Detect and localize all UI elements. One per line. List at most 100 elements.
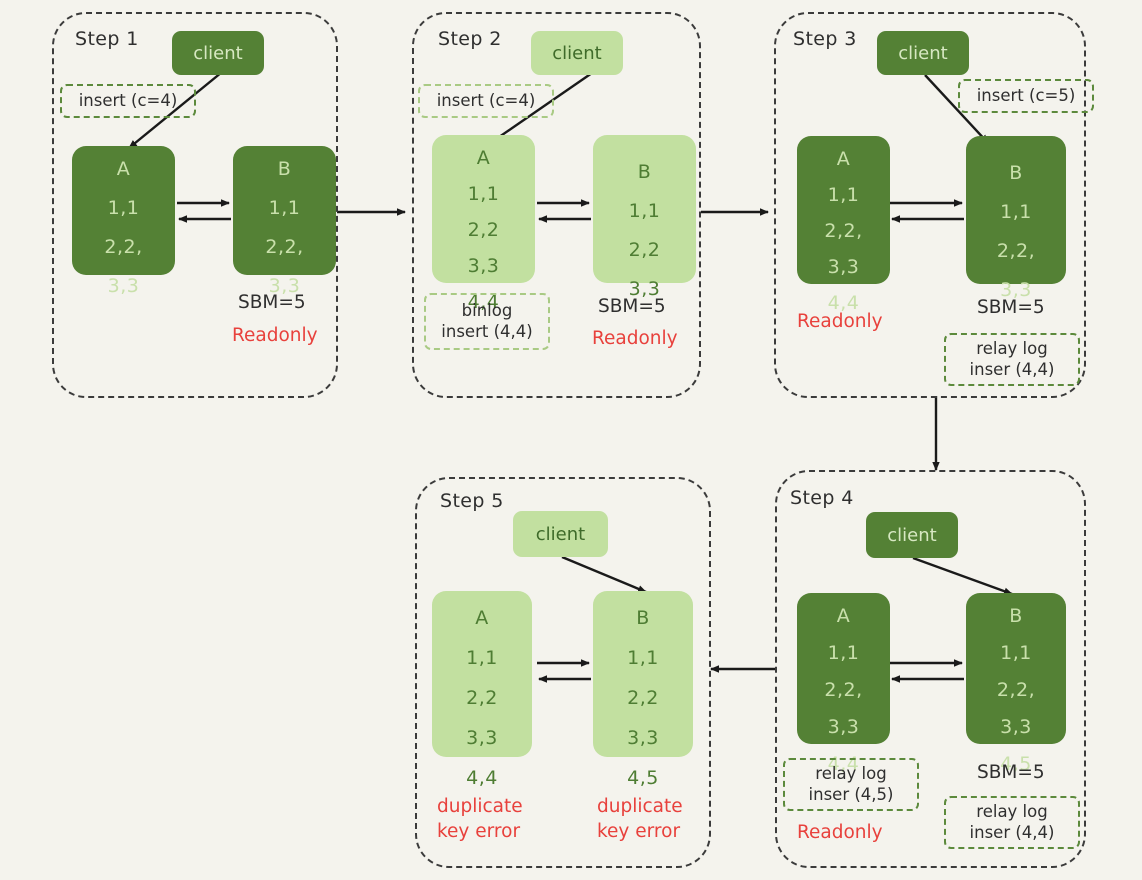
note-line: inser (4,5) bbox=[808, 784, 894, 804]
server-row: 3,3 bbox=[827, 716, 860, 738]
server-row: 2,2 bbox=[627, 687, 659, 709]
client-label: client bbox=[552, 42, 602, 64]
step-4-relay-log-note-a[interactable]: relay log inser (4,5) bbox=[783, 758, 919, 811]
server-row: 1,1 bbox=[1000, 642, 1032, 664]
server-row: 1,1 bbox=[827, 184, 860, 206]
server-row: B bbox=[1009, 162, 1023, 184]
server-row: 2,2 bbox=[466, 687, 498, 709]
step-2-client-box[interactable]: client bbox=[531, 31, 623, 75]
step-4-server-b[interactable]: B 1,1 2,2, 3,3 4,5 bbox=[966, 593, 1066, 774]
step-4-sbm-label: SBM=5 bbox=[977, 762, 1045, 783]
step-2-binlog-note[interactable]: binlog insert (4,4) bbox=[424, 293, 550, 350]
step-1-panel[interactable] bbox=[52, 12, 338, 398]
server-row: 2,2, bbox=[824, 679, 863, 701]
note-line: relay log bbox=[976, 339, 1048, 359]
server-row: 2,2, bbox=[996, 679, 1036, 701]
server-row: 3,3 bbox=[467, 255, 500, 277]
step-3-panel[interactable] bbox=[774, 12, 1086, 398]
step-3-relay-log-note[interactable]: relay log inser (4,4) bbox=[944, 333, 1080, 386]
server-row: 1,1 bbox=[466, 647, 498, 669]
step-1-insert-note[interactable]: insert (c=4) bbox=[60, 84, 196, 118]
server-row: A bbox=[836, 605, 851, 627]
client-label: client bbox=[535, 523, 586, 545]
step-1-title: Step 1 bbox=[75, 28, 139, 50]
step-1-server-a[interactable]: A 1,1 2,2, 3,3 bbox=[72, 146, 175, 296]
step-2-readonly-label: Readonly bbox=[592, 328, 678, 349]
server-row: B bbox=[1009, 605, 1023, 627]
server-row: 3,3 bbox=[268, 275, 301, 297]
step-2-sbm-label: SBM=5 bbox=[598, 296, 666, 317]
step-2-panel[interactable] bbox=[412, 12, 701, 398]
step-2-server-a[interactable]: A 1,1 2,2 3,3 4,4 bbox=[432, 135, 535, 312]
note-line: insert (c=5) bbox=[976, 85, 1076, 105]
note-line: binlog bbox=[461, 301, 513, 321]
note-line: insert (4,4) bbox=[441, 321, 533, 341]
note-line: inser (4,4) bbox=[969, 822, 1055, 842]
step-2-insert-note[interactable]: insert (c=4) bbox=[418, 84, 554, 118]
server-row: 4,5 bbox=[1000, 753, 1032, 775]
server-row: 3,3 bbox=[827, 256, 860, 278]
step-5-error-label-a: duplicate key error bbox=[437, 796, 523, 842]
server-row: A bbox=[475, 607, 489, 629]
client-label: client bbox=[887, 524, 937, 546]
step-1-client-box[interactable]: client bbox=[172, 31, 264, 75]
step-3-readonly-label: Readonly bbox=[797, 311, 883, 332]
step-3-server-b[interactable]: B 1,1 2,2, 3,3 bbox=[966, 136, 1066, 300]
server-row: 4,4 bbox=[466, 767, 498, 789]
server-row: 1,1 bbox=[627, 647, 659, 669]
server-row: 2,2, bbox=[265, 236, 304, 258]
step-3-sbm-label: SBM=5 bbox=[977, 297, 1045, 318]
server-row: 3,3 bbox=[1000, 279, 1032, 301]
step-3-server-a[interactable]: A 1,1 2,2, 3,3 4,4 bbox=[797, 136, 890, 313]
server-row: A bbox=[476, 147, 491, 169]
step-1-readonly-label: Readonly bbox=[232, 325, 318, 346]
server-row: A bbox=[836, 148, 851, 170]
step-1-sbm-label: SBM=5 bbox=[238, 292, 306, 313]
step-5-server-b[interactable]: B 1,1 2,2 3,3 4,5 bbox=[593, 591, 693, 788]
step-4-relay-log-note-b[interactable]: relay log inser (4,4) bbox=[944, 796, 1080, 849]
step-3-title: Step 3 bbox=[793, 28, 857, 50]
server-row: 2,2 bbox=[467, 219, 500, 241]
server-row: 1,1 bbox=[268, 197, 301, 219]
step-4-server-a[interactable]: A 1,1 2,2, 3,3 4,4 bbox=[797, 593, 890, 774]
step-4-panel[interactable] bbox=[775, 470, 1086, 868]
note-line: insert (c=4) bbox=[78, 90, 178, 110]
note-line: relay log bbox=[815, 764, 887, 784]
server-row: 3,3 bbox=[1000, 716, 1032, 738]
note-line: inser (4,4) bbox=[969, 359, 1055, 379]
step-2-server-b[interactable]: B 1,1 2,2 3,3 bbox=[593, 135, 696, 299]
step-2-title: Step 2 bbox=[438, 28, 502, 50]
server-row: 2,2, bbox=[824, 220, 863, 242]
step-5-panel[interactable] bbox=[415, 477, 711, 868]
step-1-server-b[interactable]: B 1,1 2,2, 3,3 bbox=[233, 146, 336, 296]
server-row: 3,3 bbox=[627, 727, 659, 749]
client-label: client bbox=[898, 42, 948, 64]
server-row: 2,2 bbox=[628, 239, 661, 261]
server-row: B bbox=[636, 607, 650, 629]
step-5-server-a[interactable]: A 1,1 2,2 3,3 4,4 bbox=[432, 591, 532, 788]
step-4-readonly-label: Readonly bbox=[797, 822, 883, 843]
server-row: 3,3 bbox=[628, 278, 661, 300]
step-5-client-box[interactable]: client bbox=[513, 511, 608, 557]
server-row: 1,1 bbox=[107, 197, 140, 219]
server-row: 1,1 bbox=[467, 183, 500, 205]
step-4-title: Step 4 bbox=[790, 487, 854, 509]
step-3-insert-note[interactable]: insert (c=5) bbox=[958, 79, 1094, 113]
note-line: relay log bbox=[976, 802, 1048, 822]
server-row: 1,1 bbox=[628, 200, 661, 222]
server-row: B bbox=[277, 158, 292, 180]
server-row: 4,4 bbox=[827, 292, 860, 314]
client-label: client bbox=[193, 42, 243, 64]
server-row: 2,2, bbox=[104, 236, 143, 258]
server-row: A bbox=[116, 158, 131, 180]
server-row: 4,4 bbox=[467, 291, 500, 313]
server-row: B bbox=[637, 161, 652, 183]
step-4-client-box[interactable]: client bbox=[866, 512, 958, 558]
server-row: 1,1 bbox=[1000, 201, 1032, 223]
server-row: 3,3 bbox=[107, 275, 140, 297]
server-row: 2,2, bbox=[996, 240, 1036, 262]
note-line: insert (c=4) bbox=[436, 90, 536, 110]
step-3-client-box[interactable]: client bbox=[877, 31, 969, 75]
server-row: 4,5 bbox=[627, 767, 659, 789]
